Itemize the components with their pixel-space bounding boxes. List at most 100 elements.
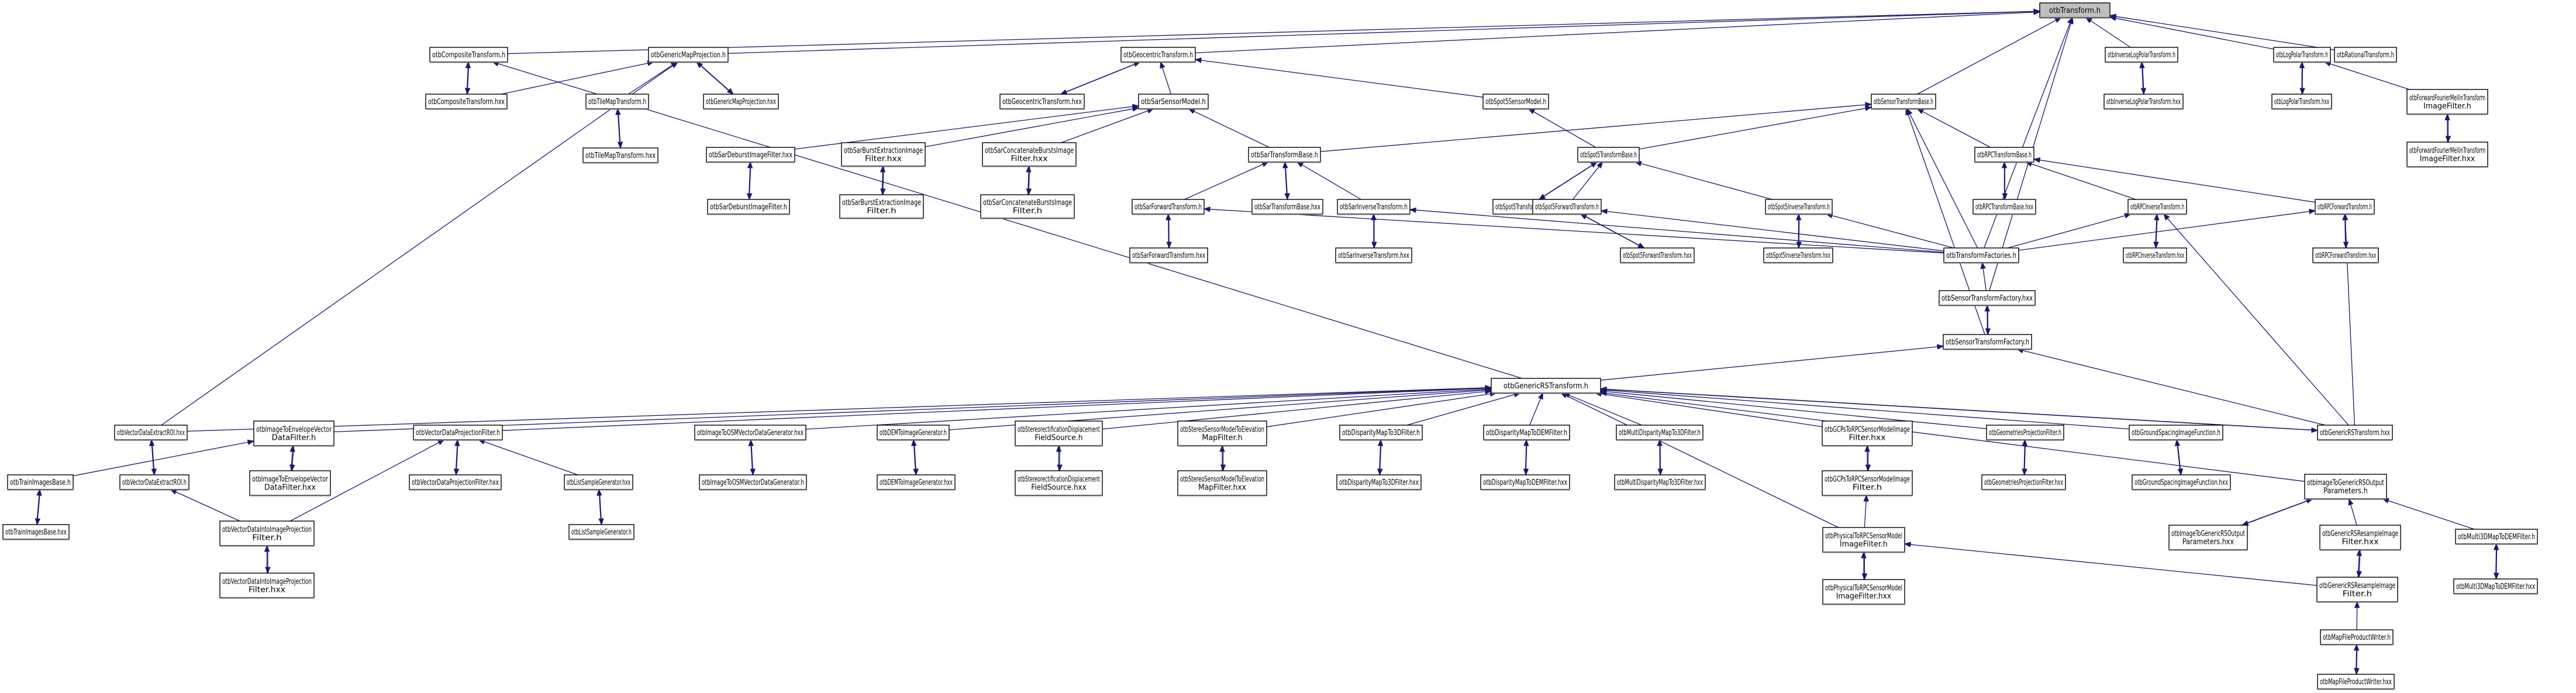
node-box[interactable]: [2123, 247, 2187, 263]
node-box[interactable]: [1616, 425, 1703, 440]
node-rpctransformbase-h[interactable]: otbRPCTransformBase.h: [1974, 147, 2034, 163]
node-box[interactable]: [1765, 199, 1833, 215]
node-box[interactable]: [1337, 199, 1411, 215]
node-box[interactable]: [1763, 247, 1833, 263]
node-box[interactable]: [1532, 199, 1602, 215]
node-box[interactable]: [1138, 94, 1209, 109]
node-box[interactable]: [694, 425, 806, 440]
node-vdintoimage-hxx[interactable]: otbVectorDataIntoImageProjectionFilter.h…: [219, 573, 315, 599]
node-sensortransformfactory-h[interactable]: otbSensorTransformFactory.h: [1943, 334, 2032, 350]
node-rpctransformbase-hxx[interactable]: otbRPCTransformBase.hxx: [1972, 199, 2036, 215]
node-disp3d-hxx[interactable]: otbDisparityMapTo3DFilter.hxx: [1336, 474, 1422, 491]
node-rpcforward-h[interactable]: otbRPCForwardTransform.h: [2315, 199, 2375, 215]
node-box[interactable]: [1248, 147, 1321, 163]
node-box[interactable]: [2103, 94, 2184, 109]
node-box[interactable]: [2312, 247, 2379, 263]
node-fourier-h[interactable]: otbForwardFourierMellinTransformImageFil…: [2406, 89, 2488, 115]
node-rational-h[interactable]: otbRationalTransform.h: [2334, 47, 2397, 63]
node-box[interactable]: [585, 94, 649, 109]
node-transformfactories-h[interactable]: otbTransformFactories.h: [1943, 247, 2019, 264]
node-logpolar-h[interactable]: otbLogPolarTransform.h: [2273, 47, 2331, 63]
node-box[interactable]: [2127, 199, 2187, 215]
node-sardeburst-hxx[interactable]: otbSarDeburstImageFilter.hxx: [706, 147, 795, 163]
node-box[interactable]: [1577, 147, 1640, 163]
node-box[interactable]: [2319, 525, 2401, 550]
node-box[interactable]: [1015, 420, 1103, 446]
node-box[interactable]: [2453, 578, 2538, 594]
node-box[interactable]: [119, 474, 189, 490]
node-genericmapproj-h[interactable]: otbGenericMapProjection.h: [648, 47, 729, 63]
node-trainimagesbase-h[interactable]: otbTrainImagesBase.h: [7, 474, 74, 491]
node-box[interactable]: [980, 194, 1075, 219]
node-box[interactable]: [2455, 529, 2538, 544]
node-box[interactable]: [1871, 94, 1936, 109]
node-multidisp-h[interactable]: otbMultiDisparityMapTo3DFilter.h: [1616, 425, 1703, 441]
node-geomproj-hxx[interactable]: otbGeometriesProjectionFilter.hxx: [1981, 474, 2066, 491]
node-spot5inverse-h[interactable]: otbSpot5InverseTransform.h: [1765, 199, 1833, 215]
node-sartransformbase-h[interactable]: otbSarTransformBase.h: [1248, 147, 1321, 163]
node-sarsensormodel-h[interactable]: otbSarSensorModel.h: [1138, 94, 1209, 110]
node-box[interactable]: [7, 474, 74, 490]
node-box[interactable]: [2273, 47, 2331, 63]
node-box[interactable]: [1129, 247, 1208, 263]
node-box[interactable]: [219, 573, 315, 598]
node-demtoimage-hxx[interactable]: otbDEMToImageGenerator.hxx: [877, 474, 956, 491]
node-stereosensor-hxx[interactable]: otbStereoSensorModelToElevationMapFilter…: [1177, 470, 1267, 497]
node-multi3d-hxx[interactable]: otbMulti3DMapToDEMFilter.hxx: [2453, 578, 2538, 595]
node-logpolar-hxx[interactable]: otbLogPolarTransform.hxx: [2271, 94, 2332, 110]
node-box[interactable]: [699, 474, 807, 490]
node-rpcinverse-hxx[interactable]: otbRPCInverseTransform.hxx: [2123, 247, 2187, 264]
node-box[interactable]: [1822, 470, 1913, 496]
node-box[interactable]: [839, 194, 924, 219]
node-box[interactable]: [1822, 420, 1913, 446]
node-box[interactable]: [219, 520, 315, 546]
node-trainimagesbase-hxx[interactable]: otbTrainImagesBase.hxx: [2, 524, 70, 540]
node-mapfile-h[interactable]: otbMapFileProductWriter.h: [2320, 629, 2394, 646]
node-box[interactable]: [982, 142, 1077, 167]
node-box[interactable]: [2315, 199, 2375, 215]
node-box[interactable]: [1177, 420, 1267, 446]
node-spot5forward-h[interactable]: otbSpot5ForwardTransform.h: [1532, 199, 1602, 215]
node-sarinverse-hxx[interactable]: otbSarInverseTransform.hxx: [1335, 247, 1412, 264]
node-fourier-hxx[interactable]: otbForwardFourierMellinTransformImageFil…: [2406, 142, 2488, 168]
node-box[interactable]: [2320, 629, 2394, 645]
node-box[interactable]: [2039, 2, 2111, 18]
node-geocentric-h[interactable]: otbGeocentricTransform.h: [1120, 47, 1196, 63]
node-box[interactable]: [429, 47, 508, 63]
node-box[interactable]: [1015, 470, 1103, 496]
node-genericrstransform-hxx[interactable]: otbGenericRSTransform.hxx: [2317, 425, 2393, 441]
node-box[interactable]: [1336, 474, 1422, 490]
node-box[interactable]: [1620, 247, 1695, 263]
node-groundspacing-hxx[interactable]: otbGroundSpacingImageFunction.hxx: [2132, 474, 2231, 491]
node-spot5sensormodel-h[interactable]: otbSpot5SensorModel.h: [1482, 94, 1549, 110]
node-box[interactable]: [2, 524, 70, 540]
node-geocentric-hxx[interactable]: otbGeocentricTransform.hxx: [999, 94, 1085, 110]
node-box[interactable]: [2129, 425, 2223, 440]
node-inverselogpolar-h[interactable]: otbInverseLogPolarTransform.h: [2105, 47, 2178, 63]
node-box[interactable]: [1132, 199, 1205, 215]
node-sartransformbase-hxx[interactable]: otbSarTransformBase.hxx: [1251, 199, 1323, 215]
node-box[interactable]: [707, 199, 790, 215]
node-box[interactable]: [1491, 378, 1601, 394]
node-rpcinverse-h[interactable]: otbRPCInverseTransform.h: [2127, 199, 2187, 215]
node-box[interactable]: [1974, 147, 2034, 163]
node-sensortransformbase-h[interactable]: otbSensorTransformBase.h: [1871, 94, 1936, 110]
node-genericrstransform-h[interactable]: otbGenericRSTransform.h: [1491, 378, 1601, 394]
node-box[interactable]: [413, 425, 503, 440]
node-box[interactable]: [2105, 47, 2178, 63]
node-stereorect-h[interactable]: otbStereorectificationDisplacementFieldS…: [1015, 420, 1103, 447]
node-sarforward-hxx[interactable]: otbSarForwardTransform.hxx: [1129, 247, 1208, 264]
node-imgtoosm-hxx[interactable]: otbImageToOSMVectorDataGenerator.hxx: [694, 425, 806, 441]
node-stereorect-hxx[interactable]: otbStereorectificationDisplacementFieldS…: [1015, 470, 1103, 497]
node-composite-hxx[interactable]: otbCompositeTransform.hxx: [425, 94, 508, 110]
node-box[interactable]: [253, 420, 334, 446]
node-sarforward-h[interactable]: otbSarForwardTransform.h: [1132, 199, 1205, 215]
